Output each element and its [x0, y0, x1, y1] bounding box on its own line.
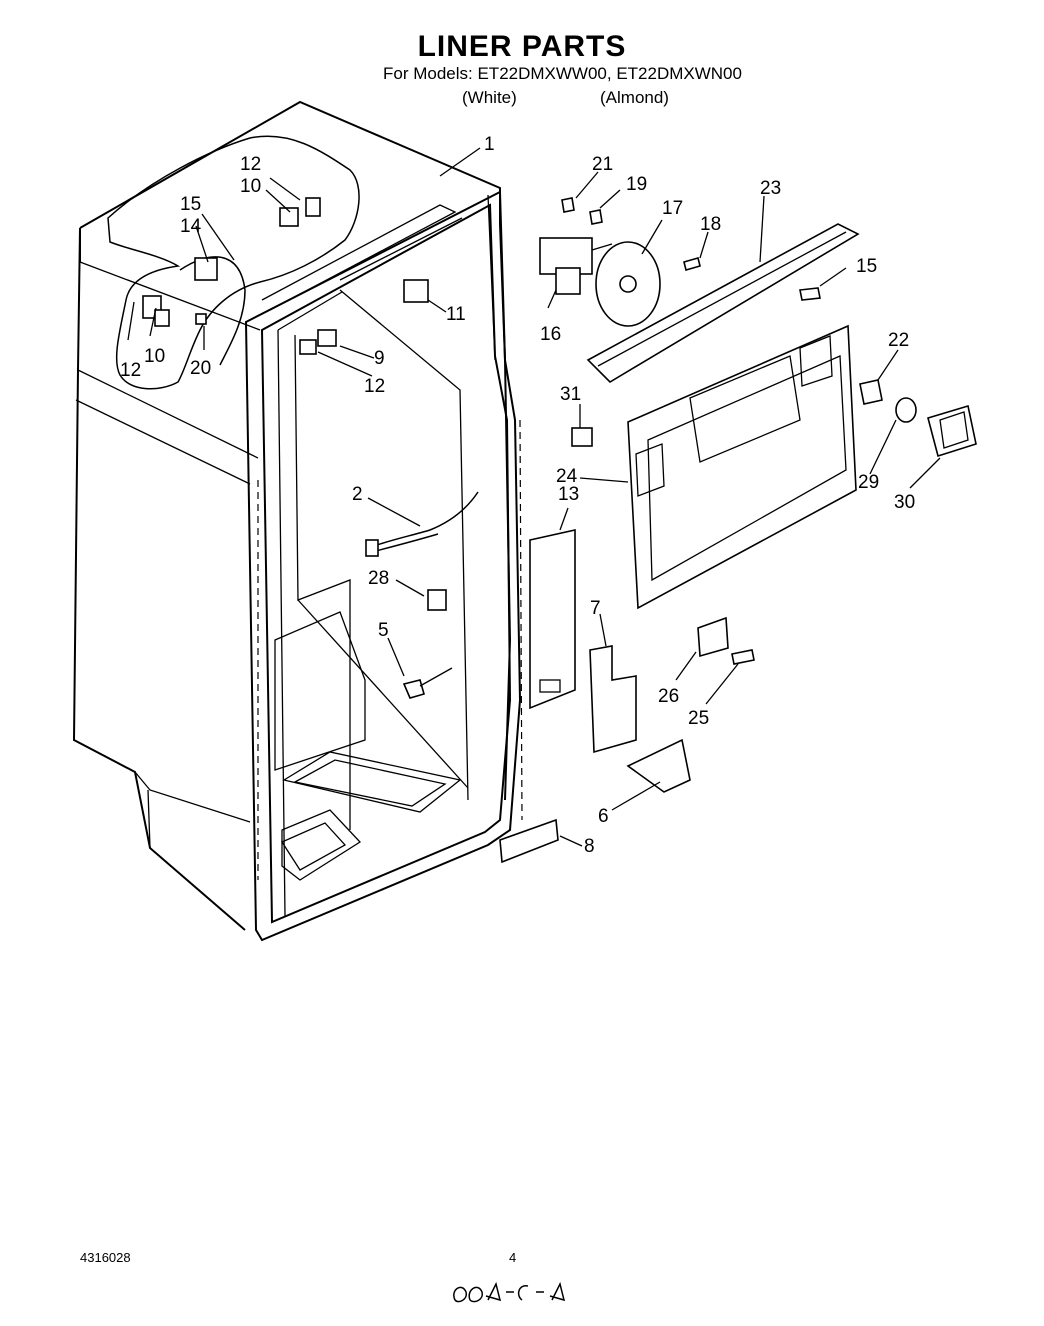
- callout-2: 2: [352, 484, 363, 505]
- document-number: 4316028: [80, 1250, 131, 1265]
- part-13-channel: [529, 529, 576, 710]
- callout-7: 7: [590, 598, 601, 619]
- callout-22: 22: [888, 330, 909, 351]
- part-31-clip: [571, 427, 593, 447]
- page-title: LINER PARTS: [417, 30, 627, 63]
- liner-front-frame: [244, 190, 523, 942]
- callout-12-middle: 12: [364, 376, 385, 397]
- callout-26: 26: [658, 686, 679, 707]
- parts-22-29-30: [859, 379, 977, 458]
- part-24-rear-panel: [627, 324, 857, 610]
- callout-12-lower-left: 12: [120, 360, 141, 381]
- callout-31: 31: [560, 384, 581, 405]
- part-5-lamp-socket: [402, 667, 453, 699]
- part-6-bracket: [626, 738, 691, 793]
- part-7-panel: [589, 645, 637, 754]
- callout-23: 23: [760, 178, 781, 199]
- callout-6: 6: [598, 806, 609, 827]
- callout-30: 30: [894, 492, 915, 513]
- callout-14: 14: [180, 216, 202, 237]
- callout-5: 5: [378, 620, 389, 641]
- callout-19: 19: [626, 174, 647, 195]
- leader-lines: [127, 147, 941, 847]
- models-line: For Models: ET22DMXWW00, ET22DMXWN00: [383, 64, 742, 83]
- callout-21: 21: [592, 154, 613, 175]
- callout-10-lower: 10: [144, 346, 165, 367]
- callout-24: 24: [556, 466, 578, 487]
- handwritten-note: [453, 1281, 566, 1303]
- page-number: 4: [509, 1250, 517, 1265]
- variant-almond: (Almond): [600, 88, 669, 107]
- callout-28: 28: [368, 568, 389, 589]
- callout-17: 17: [662, 198, 683, 219]
- part-2-harness: [365, 491, 479, 557]
- callout-13: 13: [558, 484, 579, 505]
- callout-29: 29: [858, 472, 879, 493]
- callout-20: 20: [190, 358, 211, 379]
- part-23-rail: [586, 223, 860, 384]
- part-15-screw: [799, 287, 821, 301]
- callout-8: 8: [584, 836, 595, 857]
- callout-15-left: 15: [180, 194, 201, 215]
- callout-labels: 1 2 5 6 7 8 9 10 10 11 12 12 12 13 14 15…: [120, 134, 915, 857]
- top-clips: [142, 197, 429, 355]
- callout-25: 25: [688, 708, 709, 729]
- callout-16: 16: [540, 324, 561, 345]
- part-28-clip: [427, 589, 447, 611]
- callout-12-upper: 12: [240, 154, 261, 175]
- parts-25-26: [697, 616, 755, 665]
- callout-10-upper: 10: [240, 176, 261, 197]
- part-17-fan-blade: [595, 241, 661, 327]
- callout-15-right: 15: [856, 256, 877, 277]
- part-16-fan-motor: [539, 237, 613, 295]
- parts-19-21: [561, 197, 603, 225]
- callout-9: 9: [374, 348, 385, 369]
- callout-18: 18: [700, 214, 721, 235]
- callout-11: 11: [446, 304, 466, 325]
- variant-white: (White): [462, 88, 517, 107]
- part-18-screw: [683, 257, 701, 271]
- part-8-strip: [499, 818, 559, 864]
- callout-1: 1: [484, 134, 495, 155]
